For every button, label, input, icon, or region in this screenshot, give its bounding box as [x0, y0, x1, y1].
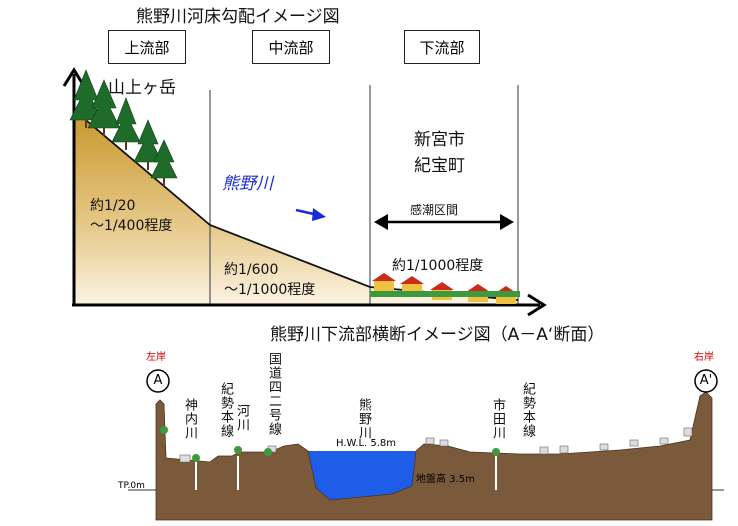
- ground-height-label: 地盤高 3.5m: [416, 474, 475, 485]
- river-name-label: 熊野川: [222, 174, 273, 194]
- gradient-lower: 約1/1000程度: [392, 258, 484, 274]
- section-label: 下流部: [419, 38, 465, 57]
- label-ichida-river: 市田川: [490, 398, 505, 440]
- river-water: [308, 451, 416, 500]
- section-box-upper: 上流部: [108, 30, 186, 64]
- section-box-middle: 中流部: [252, 30, 330, 64]
- town-label-2: 紀宝町: [414, 156, 465, 176]
- section-box-lower: 下流部: [404, 30, 480, 64]
- label-kisei-line-left: 紀勢本線: [218, 382, 233, 438]
- tidal-zone-label: 感潮区間: [410, 203, 459, 217]
- label-kamiuchi-river: 神内川: [182, 398, 197, 440]
- label-river: 河川: [234, 404, 249, 432]
- gradient-upper-1: 約1/20: [90, 198, 136, 214]
- section-label: 中流部: [268, 38, 314, 57]
- gradient-middle-1: 約1/600: [224, 262, 279, 278]
- building-icons: [179, 427, 693, 463]
- gradient-upper-2: ～1/400程度: [90, 218, 173, 234]
- hwl-label: H.W.L. 5.8m: [336, 438, 397, 449]
- upper-diagram-title: 熊野川河床勾配イメージ図: [136, 7, 340, 27]
- marker-right-text: A': [699, 373, 713, 388]
- marker-left-text: A: [153, 373, 163, 388]
- lower-diagram-title: 熊野川下流部横断イメージ図（A－A‘断面）: [270, 325, 605, 345]
- y-axis-arrow: [62, 67, 86, 87]
- label-kumano-river: 熊野川: [356, 398, 371, 440]
- section-marker-left: [146, 369, 170, 393]
- section-label: 上流部: [124, 38, 170, 57]
- x-axis-arrow: [527, 293, 547, 317]
- label-kisei-line-right: 紀勢本線: [520, 382, 535, 438]
- ground-cross-section: [155, 391, 713, 521]
- riverbed-slope: [74, 110, 518, 305]
- section-marker-right: [694, 369, 718, 393]
- town-label-1: 新宮市: [414, 130, 465, 150]
- tree-icons: [69, 69, 178, 179]
- pillar-lines: [195, 456, 497, 490]
- right-bank-label: 右岸: [694, 352, 714, 363]
- tp-label: TP.0m: [118, 481, 145, 491]
- tree-small-icons: [160, 426, 500, 462]
- label-route-42: 国道四二号線: [266, 352, 281, 436]
- mountain-label: 山上ヶ岳: [108, 78, 176, 98]
- left-bank-label: 左岸: [146, 352, 166, 363]
- house-icons: [370, 273, 520, 304]
- gradient-middle-2: ～1/1000程度: [224, 282, 316, 298]
